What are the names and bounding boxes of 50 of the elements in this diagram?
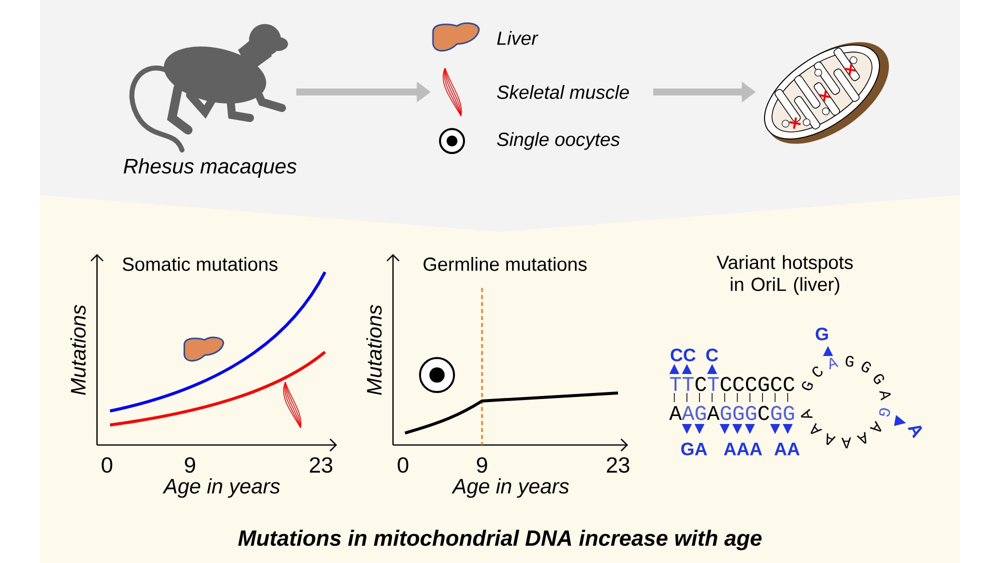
panel-title: Germline mutations [424, 257, 587, 271]
tick-label: 9 [476, 457, 488, 473]
base-letter: A [856, 432, 866, 444]
base-letter: A [870, 420, 882, 432]
tick-label: 0 [398, 457, 408, 473]
variant-base: A [908, 426, 922, 438]
base-sequence: GGG [720, 406, 756, 420]
caption-text: Mutations in mitochondrial DNA increase with age [238, 530, 762, 550]
base-sequence: C [696, 376, 706, 392]
variant-base: AAA [724, 442, 762, 456]
base-sequence: T [708, 377, 719, 391]
mitochondrion-drawing [764, 42, 889, 144]
panel-title: Variant hotspots in OriL (liver) [716, 255, 853, 295]
tick-label: 23 [310, 457, 332, 473]
sample-label: Liver [497, 31, 538, 45]
base-sequence: CCCGCC [720, 376, 794, 392]
base-sequence: A [707, 406, 720, 420]
base-sequence: A [669, 406, 682, 420]
species-label: Rhesus macaques [124, 158, 296, 178]
base-letter: G [802, 381, 813, 390]
axis-label: Mutations [366, 304, 382, 395]
base-letter: A [800, 408, 813, 418]
base-sequence: C [758, 406, 770, 420]
sample-label: Skeletal muscle [497, 85, 629, 99]
base-letter: A [826, 433, 836, 446]
base-letter: G [874, 374, 884, 384]
tick-label: 9 [184, 457, 196, 473]
variant-base: AA [774, 442, 800, 456]
base-letter: G [846, 356, 854, 367]
variant-base: G [816, 328, 828, 340]
base-letter: A [829, 358, 839, 370]
base-letter: A [879, 391, 891, 401]
axis-label: Age in years [162, 478, 280, 498]
sample-label: Single oocytes [497, 132, 620, 150]
axis-label: Mutations [70, 304, 86, 395]
base-sequence: AG [682, 406, 706, 420]
tick-label: 23 [606, 457, 630, 473]
tick-label: 0 [102, 457, 112, 473]
base-letter: G [879, 408, 890, 417]
base-sequence: TT [670, 377, 694, 391]
variant-base: GA [681, 442, 708, 456]
variant-base: CC [670, 348, 696, 362]
axis-label: Age in years [452, 478, 569, 498]
base-letter: A [810, 422, 822, 434]
base-sequence: GG [771, 406, 794, 420]
base-letter: C [812, 366, 822, 377]
base-letter: G [862, 362, 871, 372]
base-letter: A [841, 438, 852, 448]
panel-title: Somatic mutations [122, 257, 278, 271]
variant-base: C [706, 348, 718, 362]
